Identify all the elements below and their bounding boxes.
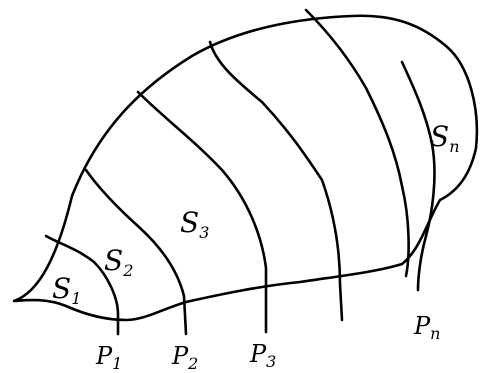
- divider-curve-3: [136, 90, 268, 334]
- point-label-pn: Pn: [413, 312, 440, 343]
- region-label-sn: Sn: [430, 120, 460, 156]
- point-label-p2: P2: [171, 342, 198, 373]
- divider-curve-1: [44, 234, 120, 336]
- divider-curve-4: [208, 40, 344, 322]
- divider-curve-2: [84, 168, 188, 336]
- region-label-s3: S3: [180, 206, 209, 242]
- divider-curve-6: [400, 60, 436, 292]
- region-label-s2: S2: [104, 244, 133, 280]
- region-label-s1: S1: [52, 272, 81, 308]
- point-label-p1: P1: [95, 342, 122, 373]
- region-outline: [12, 14, 479, 322]
- point-label-p3: P3: [249, 340, 276, 371]
- divider-curve-5: [304, 8, 410, 278]
